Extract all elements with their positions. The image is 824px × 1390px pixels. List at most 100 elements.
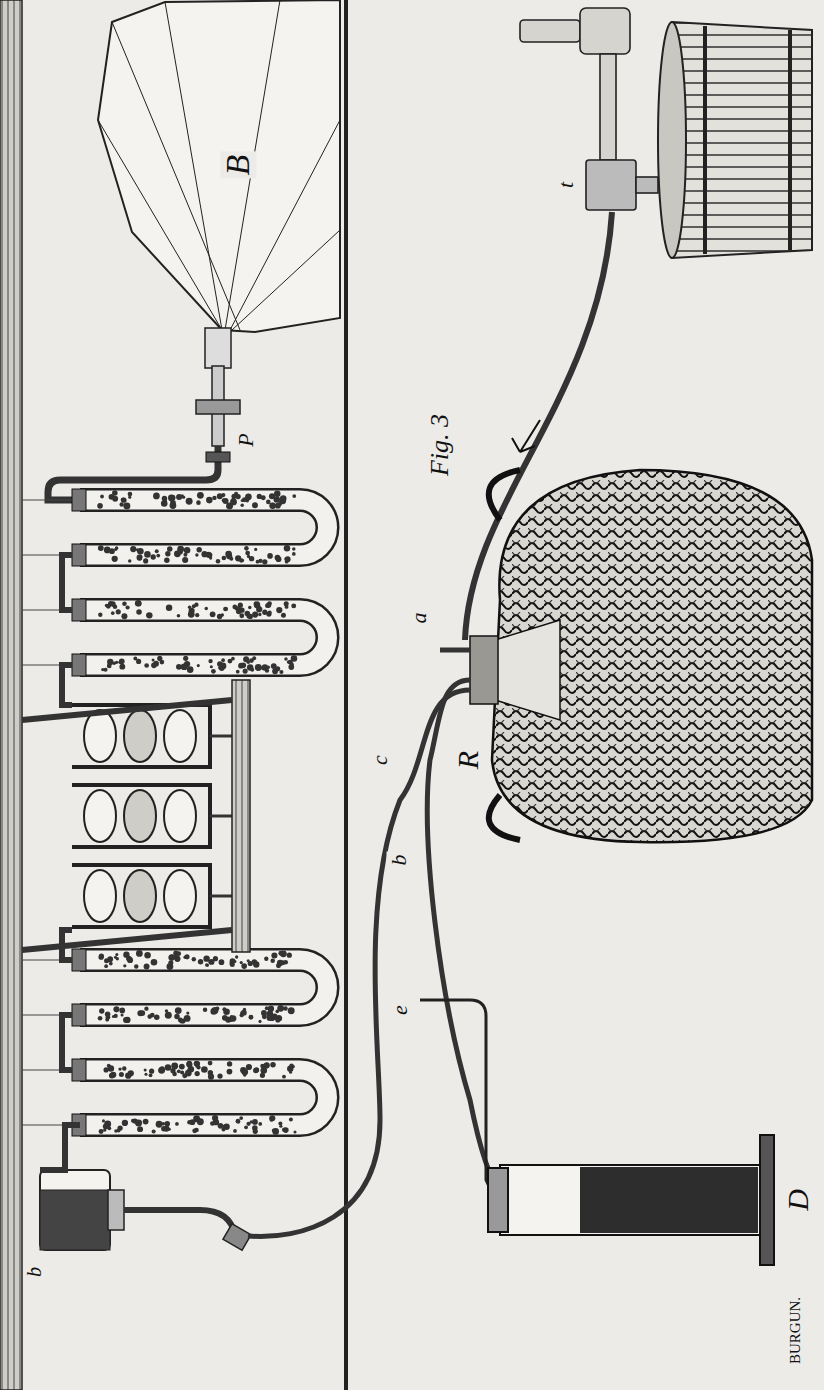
pumice-grain: [266, 603, 271, 608]
pumice-grain: [130, 546, 136, 552]
pumice-grain: [128, 559, 131, 562]
pumice-grain: [99, 504, 103, 508]
pumice-grain: [221, 613, 224, 616]
pumice-grain: [151, 959, 158, 966]
pumice-grain: [149, 1073, 153, 1077]
pumice-grain: [240, 961, 243, 964]
pumice-grain: [195, 1064, 198, 1067]
pumice-grain: [201, 1066, 208, 1073]
flow-arrow: [512, 420, 540, 452]
pumice-grain: [240, 662, 246, 668]
pumice-grain: [270, 1062, 276, 1068]
pumice-grain: [153, 493, 160, 500]
pumice-grain: [183, 553, 187, 557]
rubber-link: [62, 665, 72, 705]
pumice-grain: [137, 1126, 143, 1132]
pumice-grain: [266, 500, 271, 505]
pumice-grain: [222, 498, 226, 502]
pumice-grain: [101, 668, 104, 671]
pumice-grain: [102, 1119, 105, 1122]
pumice-grain: [276, 963, 281, 968]
pumice-grain: [184, 547, 190, 553]
pumice-grain: [158, 1067, 165, 1074]
pumice-grain: [152, 1129, 156, 1133]
pumice-grain: [235, 955, 238, 958]
pumice-grain: [246, 1064, 252, 1070]
pumice-grain: [111, 611, 115, 615]
pumice-grain: [165, 1012, 172, 1019]
pumice-grain: [268, 1006, 274, 1012]
pumice: [98, 600, 296, 619]
pumice-grain: [166, 605, 172, 611]
pumice-grain: [114, 956, 117, 959]
pumice-grain: [243, 669, 248, 674]
pumice-grain: [216, 559, 221, 564]
pumice-grain: [137, 555, 142, 560]
pumice-grain: [195, 553, 198, 556]
pumice-grain: [230, 962, 235, 967]
pumice-grain: [264, 1062, 270, 1068]
pumice-grain: [268, 610, 272, 614]
pumice-grain: [280, 950, 287, 957]
pumice-grain: [284, 657, 287, 660]
pumice-grain: [236, 670, 240, 674]
pumice-grain: [144, 963, 150, 969]
pumice-grain: [248, 606, 252, 610]
rubber-link: [62, 555, 72, 610]
stopper: [72, 599, 86, 621]
pumice-grain: [119, 1072, 124, 1077]
pumice-grain: [188, 1066, 194, 1072]
pumice-grain: [209, 557, 212, 560]
pumice-grain: [175, 1122, 179, 1126]
pumice-grain: [292, 552, 296, 556]
pumice-grain: [289, 1071, 292, 1074]
pumice-grain: [247, 959, 250, 962]
pumice-grain: [119, 659, 125, 665]
part-letter: D: [782, 1186, 814, 1214]
part-letter: t: [554, 179, 578, 191]
pumice-grain: [168, 495, 174, 501]
pumice-grain: [198, 959, 203, 964]
pumice-grain: [272, 1128, 279, 1135]
pumice-grain: [175, 1007, 182, 1014]
part-letter: a: [406, 610, 430, 627]
pumice-grain: [254, 548, 257, 551]
pumice-grain: [110, 1072, 116, 1078]
pumice-grain: [227, 1069, 233, 1075]
pumice-grain: [271, 953, 277, 959]
pumice-grain: [221, 658, 225, 662]
pumice-grain: [174, 1014, 180, 1020]
pumice-grain: [106, 604, 111, 609]
pumice-grain: [105, 1011, 111, 1017]
pumice-grain: [125, 1073, 131, 1079]
pumice-grain: [137, 555, 143, 561]
pumice-grain: [136, 609, 142, 615]
pumice-grain: [256, 607, 262, 613]
pumice-grain: [219, 494, 223, 498]
pumice: [99, 1115, 297, 1135]
rubber-link: [62, 1015, 72, 1070]
part-letter: P: [234, 430, 258, 449]
stand: [232, 680, 250, 952]
pumice-grain: [252, 612, 258, 618]
pumice-grain: [176, 664, 182, 670]
pumice-grain: [284, 545, 291, 552]
pumice-grain: [160, 660, 165, 665]
pumice-grain: [175, 954, 178, 957]
pumice-grain: [240, 1013, 244, 1017]
pumice: [97, 490, 296, 509]
pumice-grain: [144, 1007, 148, 1011]
pumice-grain: [98, 545, 104, 551]
pumice-grain: [263, 1063, 269, 1069]
pumice-grain: [123, 502, 130, 509]
pumice-grain: [212, 1115, 218, 1121]
pumice-grain: [246, 615, 250, 619]
pumice: [101, 655, 297, 674]
pumice-grain: [103, 1067, 108, 1072]
pumice-grain: [133, 657, 137, 661]
pumice-grain: [169, 497, 174, 502]
pumice-grain: [210, 1121, 215, 1126]
pumice-grain: [164, 558, 170, 564]
pumice-grain: [243, 656, 249, 662]
